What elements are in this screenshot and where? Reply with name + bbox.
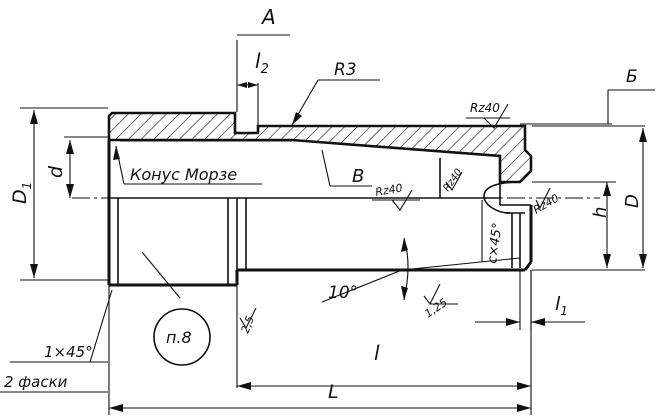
- section-b-label: Б: [626, 67, 638, 87]
- chamfer-count: 2 фаски: [4, 373, 68, 391]
- roughness-mid2: Rz40: [441, 167, 464, 194]
- extension-lines: [20, 40, 645, 415]
- dim-h-label: h: [590, 207, 611, 218]
- radius-label: R3: [334, 60, 357, 80]
- angle-label: 10°: [328, 283, 358, 303]
- dim-d1-label: D1: [9, 182, 34, 204]
- dim-D-label: D: [622, 194, 643, 208]
- roughness-top: Rz40: [470, 101, 500, 115]
- dim-d-label: d: [45, 165, 67, 178]
- roughness-mid1: Rz40: [374, 181, 403, 199]
- dim-l1-label: l1: [555, 293, 568, 318]
- dim-l2-label: l2: [255, 49, 269, 77]
- part-outline: [72, 140, 600, 287]
- section-a-label: А: [260, 5, 276, 29]
- section-v-label: В: [352, 166, 364, 187]
- hatched-wall-section: [107, 111, 533, 184]
- dim-l-label: l: [374, 341, 380, 365]
- annotations: А Б В l2 R3 Конус Морзе Rz40 Rz40 Rz40 R…: [4, 5, 643, 403]
- dim-L-label: L: [328, 381, 339, 403]
- reference-circle: [153, 308, 211, 366]
- taper-label: Конус Морзе: [130, 165, 237, 184]
- reference-note: п.8: [166, 328, 192, 347]
- dimension-lines: [30, 82, 647, 412]
- leader-lines: [0, 34, 655, 393]
- roughness-25: 2,5: [239, 314, 257, 335]
- chamfer-c-label: c×45°: [485, 222, 506, 265]
- chamfer-note: 1×45°: [44, 343, 93, 361]
